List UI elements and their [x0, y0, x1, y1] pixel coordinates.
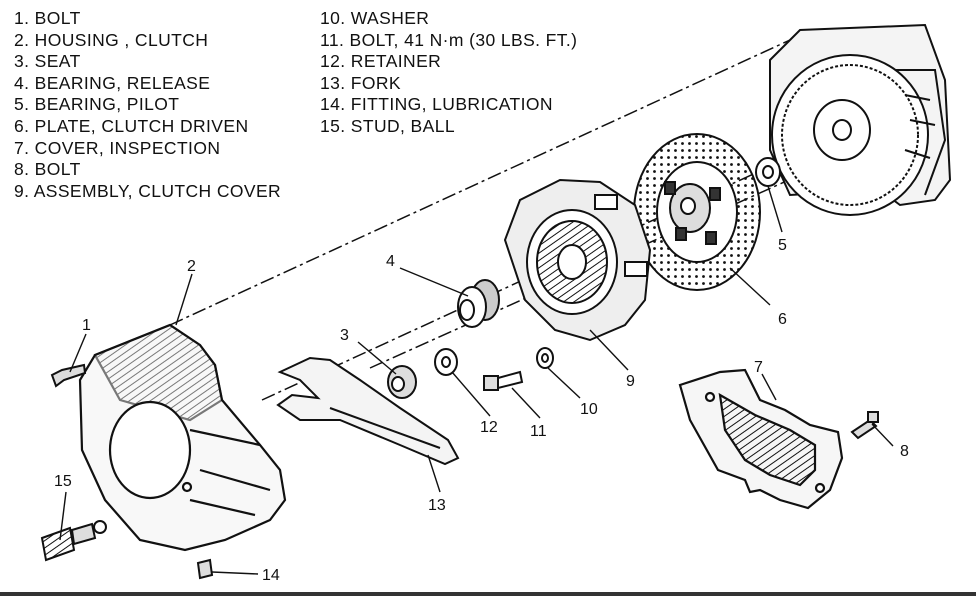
retainer [434, 348, 458, 376]
callout-14: 14 [262, 567, 280, 584]
parts-legend-left: 1. BOLT 2. HOUSING , CLUTCH 3. SEAT 4. B… [14, 8, 281, 202]
legend-item-10: 10. WASHER [320, 8, 430, 28]
legend-item-2: 2. HOUSING , CLUTCH [14, 29, 209, 50]
legend-item-15: 15. STUD, BALL [320, 115, 455, 136]
bolt-11 [483, 370, 524, 391]
callout-5: 5 [778, 237, 787, 254]
callout-labels: 1 2 3 4 5 6 7 8 9 10 11 12 13 14 15 [54, 237, 909, 584]
callout-6: 6 [778, 311, 787, 328]
parts-legend-right: 10. WASHER 11. BOLT, 41 N·m (30 LBS. FT.… [320, 8, 577, 138]
legend-item-13: 13. FORK [320, 72, 402, 93]
legend-item-12: 12. RETAINER [320, 51, 442, 72]
callout-3: 3 [340, 327, 349, 344]
inspection-cover [678, 368, 844, 510]
bolt-1 [50, 363, 87, 388]
legend-item-4: 4. BEARING, RELEASE [14, 72, 211, 93]
callout-11: 11 [530, 423, 547, 440]
legend-item-8: 8. BOLT [14, 159, 81, 180]
legend-item-5: 5. BEARING, PILOT [14, 94, 180, 115]
flywheel [769, 23, 952, 216]
legend-item-6: 6. PLATE, CLUTCH DRIVEN [14, 115, 249, 136]
clutch-driven-plate [633, 133, 761, 291]
callout-10: 10 [580, 401, 598, 418]
legend-item-7: 7. COVER, INSPECTION [14, 137, 221, 158]
callout-4: 4 [386, 253, 395, 270]
clutch-cover-assembly [503, 178, 652, 342]
legend-item-3: 3. SEAT [14, 51, 81, 72]
pilot-bearing [755, 157, 781, 187]
callout-9: 9 [626, 373, 635, 390]
callout-7: 7 [754, 359, 763, 376]
callout-1: 1 [82, 317, 91, 334]
bottom-border [0, 592, 976, 596]
leader-lines [59, 185, 894, 575]
release-bearing [457, 279, 500, 328]
fork [276, 356, 460, 466]
clutch-housing [78, 323, 287, 552]
lubrication-fitting [196, 558, 214, 580]
callout-12: 12 [480, 419, 498, 436]
callout-13: 13 [428, 497, 446, 514]
callout-15: 15 [54, 473, 72, 490]
ball-stud [40, 520, 107, 562]
washer [536, 347, 554, 369]
callout-2: 2 [187, 258, 196, 275]
callout-8: 8 [900, 443, 909, 460]
bolt-8 [850, 411, 879, 440]
legend-item-1: 1. BOLT [14, 8, 81, 28]
legend-item-9: 9. ASSEMBLY, CLUTCH COVER [14, 180, 282, 201]
legend-item-11: 11. BOLT, 41 N·m (30 LBS. FT.) [320, 29, 578, 50]
legend-item-14: 14. FITTING, LUBRICATION [320, 94, 553, 115]
